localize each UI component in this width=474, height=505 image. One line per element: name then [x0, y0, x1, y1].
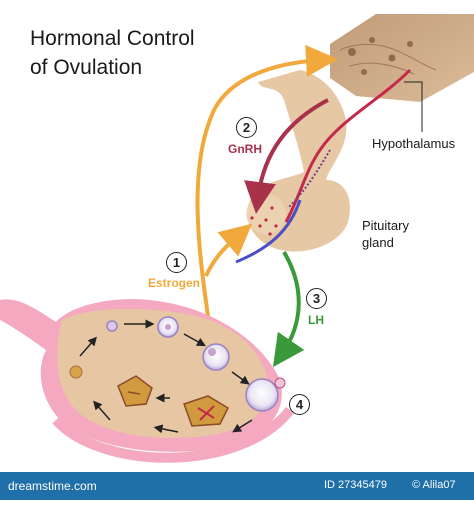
corpus-luteum	[117, 375, 229, 427]
hypothalamus-pointer	[404, 81, 423, 132]
follicles	[69, 316, 286, 412]
hypothalamus-label: Hypothalamus	[372, 136, 456, 151]
blood-vessel-blue	[235, 199, 302, 264]
step-4-badge: 4	[289, 394, 310, 415]
step-2-badge: 2	[236, 117, 257, 138]
stock-footer-bar: dreamstime.com ID 27345479 © Alila07	[0, 472, 474, 500]
hypophyseal-dotted-path	[287, 149, 331, 209]
estrogen-arrow-to-pituitary	[204, 223, 253, 277]
footer-image-id: ID 27345479	[324, 479, 387, 491]
footer-brand: dreamstime.com	[8, 479, 97, 493]
pituitary-label-line-1: Pituitary	[362, 218, 409, 233]
estrogen-label: Estrogen	[148, 276, 201, 290]
lh-label: LH	[308, 313, 324, 327]
blood-vessel-red	[284, 68, 412, 223]
step-3-badge: 3	[306, 288, 327, 309]
diagram-title-line-1: Hormonal Control	[30, 27, 195, 50]
pituitary-label-line-2: gland	[362, 235, 394, 250]
diagram-title-line-2: of Ovulation	[30, 56, 143, 79]
gnrh-label: GnRH	[228, 142, 262, 156]
lh-arrow	[272, 250, 305, 368]
footer-author: © Alila07	[412, 479, 456, 491]
ovarian-cycle-arrows	[79, 319, 253, 434]
estrogen-arrow-to-hypothalamus	[195, 44, 338, 331]
pituitary-shape	[246, 70, 350, 252]
gnrh-arrow	[244, 98, 329, 214]
hypothalamus-shape	[330, 14, 474, 102]
step-1-badge: 1	[166, 252, 187, 273]
ovary-shape	[0, 299, 294, 463]
